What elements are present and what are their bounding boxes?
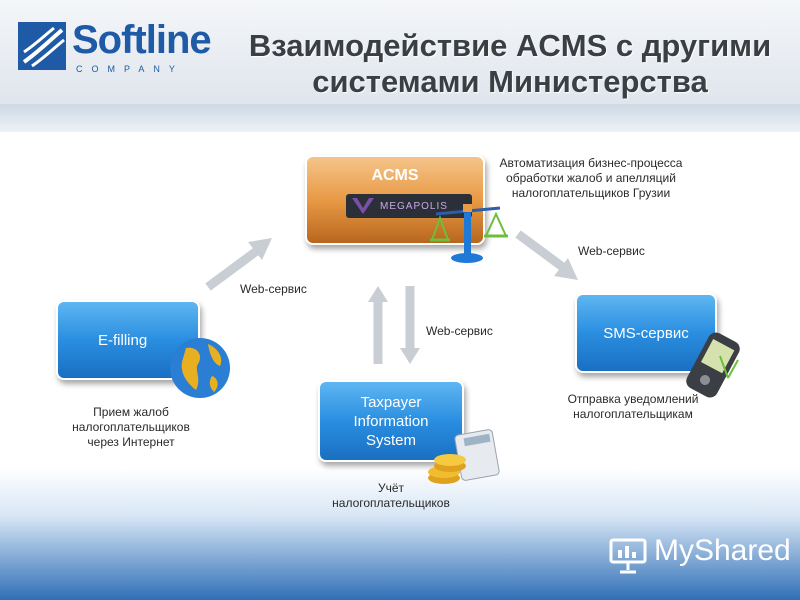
acms-caption: Автоматизация бизнес-процесса обработки … <box>499 156 683 200</box>
efilling-label: E-filling <box>98 331 148 349</box>
efilling-acms-connector-label: Web-сервис <box>240 282 307 296</box>
arrow-acms-to-sms-icon <box>515 230 578 280</box>
arrow-taxpayer-to-acms-icon <box>368 286 388 364</box>
sms-label: SMS-сервис <box>603 324 689 342</box>
arrow-efilling-to-acms-icon <box>205 238 272 291</box>
megapolis-label: MEGAPOLIS <box>380 200 448 212</box>
logo-text: Softline <box>72 18 212 62</box>
taxpayer-caption: Учёт налогоплательщиков <box>332 481 450 510</box>
calculator-coins-icon <box>428 429 500 484</box>
logo-mark-icon <box>18 22 66 70</box>
page-title: Взаимодействие ACMS с другими системами … <box>248 28 772 99</box>
presentation-board-icon <box>609 538 647 574</box>
megapolis-mark-icon <box>352 198 374 214</box>
acms-sms-connector-label: Web-сервис <box>578 244 645 258</box>
header-band <box>0 104 800 132</box>
footer-brand: MyShared <box>608 534 791 581</box>
taxpayer-label: Taxpayer Information System <box>353 393 429 449</box>
scales-icon <box>430 204 508 263</box>
company-logo: Softline COMPANY <box>18 18 212 82</box>
pda-icon <box>686 332 740 398</box>
taxpayer-node: Taxpayer Information System <box>318 380 464 462</box>
footer-brand-text: MyShared <box>654 534 791 567</box>
globe-icon <box>170 338 230 398</box>
acms-label: ACMS <box>371 167 419 184</box>
logo-subtitle: COMPANY <box>76 64 184 74</box>
arrow-acms-to-taxpayer-icon <box>400 286 420 364</box>
sms-node: SMS-сервис <box>575 293 717 373</box>
header <box>0 0 800 106</box>
acms-taxpayer-connector-label: Web-сервис <box>426 324 493 338</box>
acms-node: ACMS <box>305 155 485 245</box>
sms-caption: Отправка уведомлений налогоплательщикам <box>567 392 699 421</box>
efilling-caption: Прием жалоб налогоплательщиков через Инт… <box>72 405 190 449</box>
